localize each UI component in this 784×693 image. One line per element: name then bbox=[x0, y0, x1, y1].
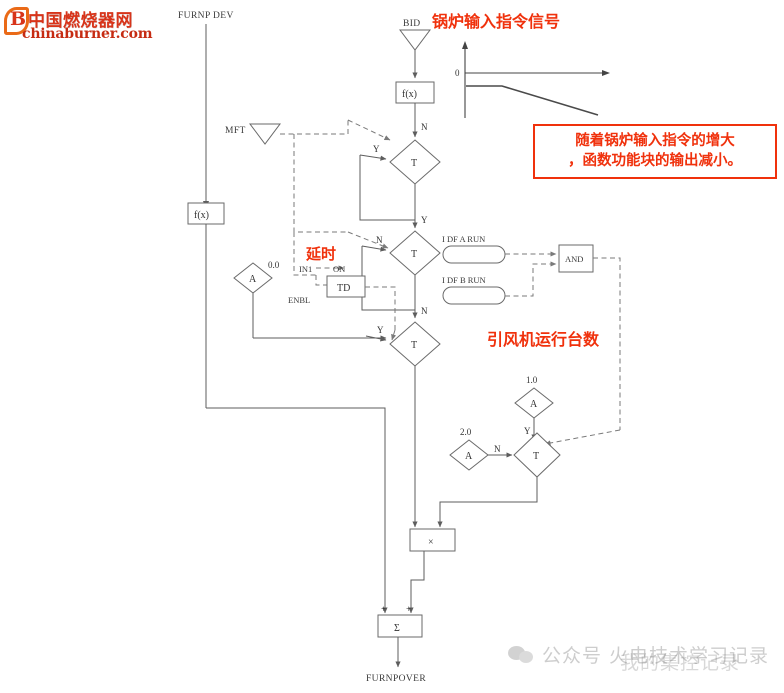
branch-t4-y: Y bbox=[524, 426, 531, 436]
svg-text:AND: AND bbox=[565, 254, 583, 264]
svg-text:Σ: Σ bbox=[394, 623, 400, 634]
label-furnp-dev: FURNP DEV bbox=[178, 11, 234, 21]
label-furnpover-output: FURNPOVER bbox=[366, 674, 426, 684]
svg-text:×: × bbox=[428, 537, 434, 548]
logo-mark-letter: B bbox=[10, 8, 27, 30]
branch-t2-n: N bbox=[376, 235, 383, 245]
label-bid: BID bbox=[403, 19, 421, 29]
label-mft: MFT bbox=[225, 126, 246, 136]
label-td-enbl: ENBL bbox=[288, 295, 310, 305]
logo-chinese-text: 中国燃烧器网 bbox=[28, 11, 133, 31]
sum-sign-left: + bbox=[381, 604, 386, 614]
svg-text:TD: TD bbox=[337, 283, 350, 294]
svg-text:T: T bbox=[411, 340, 417, 351]
branch-t3-y: Y bbox=[377, 325, 384, 335]
label-idf-a-run: I DF A RUN bbox=[442, 234, 485, 244]
svg-text:A: A bbox=[465, 451, 473, 462]
branch-t1-n: N bbox=[421, 122, 428, 132]
branch-t3-n: N bbox=[421, 306, 428, 316]
wechat-icon bbox=[508, 645, 536, 665]
function-curve-chart: 0 bbox=[455, 41, 610, 118]
label-td-on: ON bbox=[333, 264, 345, 274]
svg-text:T: T bbox=[411, 249, 417, 260]
logo-mark-icon bbox=[4, 7, 29, 35]
svg-text:T: T bbox=[533, 451, 539, 462]
chinaburner-logo: B 中国燃烧器网 chinaburner.com bbox=[4, 6, 153, 48]
watermark-secondary-text: 我的集控记录 bbox=[620, 652, 741, 674]
annotation-boiler-input-signal: 锅炉输入指令信号 bbox=[432, 12, 561, 31]
svg-text:A: A bbox=[249, 274, 257, 285]
svg-text:T: T bbox=[411, 158, 417, 169]
watermark-primary-text: 公众号 火电技术学习记录 bbox=[542, 645, 770, 667]
const-a-one-value: 1.0 bbox=[526, 375, 538, 385]
label-idf-b-run: I DF B RUN bbox=[442, 275, 486, 285]
callout-line-2: ，函数功能块的输出减小。 bbox=[568, 153, 742, 169]
label-fx-top: f(x) bbox=[402, 89, 417, 100]
wechat-watermark: 公众号 火电技术学习记录 bbox=[508, 641, 769, 668]
annotation-delay: 延时 bbox=[306, 245, 337, 263]
label-fx-left: f(x) bbox=[194, 210, 209, 221]
chart-origin-label: 0 bbox=[455, 68, 460, 78]
callout-line-1: 随着锅炉输入指令的增大 bbox=[575, 133, 735, 149]
annotation-callout-box: 随着锅炉输入指令的增大 ，函数功能块的输出减小。 bbox=[533, 124, 777, 179]
branch-t1-y: Y bbox=[373, 144, 380, 154]
const-a-zero-value: 0.0 bbox=[268, 260, 280, 270]
branch-t4-n: N bbox=[494, 444, 501, 454]
svg-text:A: A bbox=[530, 399, 538, 410]
const-a-two-value: 2.0 bbox=[460, 427, 472, 437]
logo-english-text: chinaburner.com bbox=[22, 26, 153, 42]
annotation-idfan-run-count: 引风机运行台数 bbox=[487, 330, 600, 349]
branch-t2-y: Y bbox=[421, 215, 428, 225]
label-td-in1: IN1 bbox=[299, 264, 312, 274]
sum-sign-right: + bbox=[406, 604, 411, 614]
